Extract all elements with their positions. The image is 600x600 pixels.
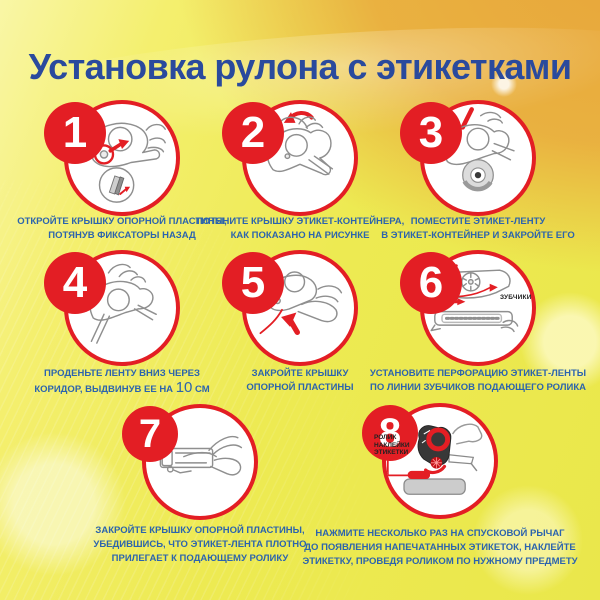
step-caption: ПОТЯНИТЕ КРЫШКУ ЭТИКЕТ-КОНТЕЙНЕРА, КАК П… <box>195 216 405 241</box>
step-number-badge: 4 <box>44 252 106 314</box>
step-caption: УСТАНОВИТЕ ПЕРФОРАЦИЮ ЭТИКЕТ-ЛЕНТЫ ПО ЛИ… <box>369 368 587 393</box>
step-number: 3 <box>418 108 444 157</box>
caption-line-1: ПРОДЕНЬТЕ ЛЕНТУ ВНИЗ ЧЕРЕЗ <box>44 368 200 379</box>
apply-label-icon <box>386 423 483 495</box>
labeler-side-close-icon <box>159 435 243 476</box>
step-number: 4 <box>62 258 88 307</box>
step-caption: ПРОДЕНЬТЕ ЛЕНТУ ВНИЗ ЧЕРЕЗ КОРИДОР, ВЫДВИ… <box>0 367 247 397</box>
step-number: 6 <box>418 258 444 307</box>
step-number-badge: 8 <box>362 405 418 461</box>
step-number-badge: 5 <box>222 252 284 314</box>
step-number-badge: 2 <box>222 102 284 164</box>
step-number: 7 <box>138 411 162 456</box>
sprocket-label: ЗУБЧИКИ <box>500 294 532 301</box>
step-caption: ПОМЕСТИТЕ ЭТИКЕТ-ЛЕНТУ В ЭТИКЕТ-КОНТЕЙНЕ… <box>381 216 575 241</box>
applicator-roller-label: РОЛИК НАКЛЕЙКИ ЭТИКЕТКИ <box>374 434 410 457</box>
step-number: 2 <box>240 108 266 157</box>
step-caption: ОТКРОЙТЕ КРЫШКУ ОПОРНОЙ ПЛАСТИНЫ, ПОТЯНУ… <box>17 216 227 241</box>
step-5: 5 ЗАКРОЙТЕ КРЫШКУ ОПОРНОЙ ПЛАСТИНЫ <box>222 250 358 393</box>
step-7: 7 ЗАКРОЙТЕ КРЫШКУ ОПОРНОЙ ПЛАСТИНЫ, УБЕД… <box>93 404 307 564</box>
step-number-badge: 6 <box>400 252 462 314</box>
step-number-badge: 3 <box>400 102 462 164</box>
labeler-insert-roll-icon <box>443 107 515 192</box>
step-4: 4 ПРОДЕНЬТЕ ЛЕНТУ ВНИЗ ЧЕРЕЗ КОРИДОР, ВЫД… <box>34 250 210 395</box>
step-2: 2 ПОТЯНИТЕ КРЫШКУ ЭТИКЕТ-КОНТЕЙНЕРА, КАК… <box>196 100 404 241</box>
step-caption: ЗАКРОЙТЕ КРЫШКУ ОПОРНОЙ ПЛАСТИНЫ, УБЕДИВ… <box>93 525 307 564</box>
caption-line-2: КОРИДОР, ВЫДВИНУВ ЕЕ НА <box>34 384 176 395</box>
step-number-badge: 7 <box>122 406 178 462</box>
caption-big-number: 10 <box>175 379 193 396</box>
step-3: 3 ПОМЕСТИТЕ ЭТИКЕТ-ЛЕНТУ В ЭТИКЕТ-КОНТЕЙ… <box>381 100 575 241</box>
page-title: Установка рулона с этикетками <box>28 46 572 87</box>
step-1: 1 ОТК <box>17 100 227 241</box>
step-8: 8 РОЛИК НАКЛЕЙКИ ЭТИКЕТКИ НАЖМИТЕ НЕСКОЛ… <box>302 403 578 567</box>
step-number: 8 <box>378 410 402 455</box>
labeler-open-plate-icon <box>90 122 166 203</box>
caption-unit: СМ <box>192 384 210 395</box>
step-caption: НАЖМИТЕ НЕСКОЛЬКО РАЗ НА СПУСКОВОЙ РЫЧАГ… <box>302 528 578 567</box>
step-caption: ЗАКРОЙТЕ КРЫШКУ ОПОРНОЙ ПЛАСТИНЫ <box>246 368 354 393</box>
step-number: 1 <box>62 108 88 157</box>
step-number: 5 <box>240 258 266 307</box>
step-circle <box>420 250 536 366</box>
step-number-badge: 1 <box>44 102 106 164</box>
step-6: 6 <box>370 250 586 393</box>
